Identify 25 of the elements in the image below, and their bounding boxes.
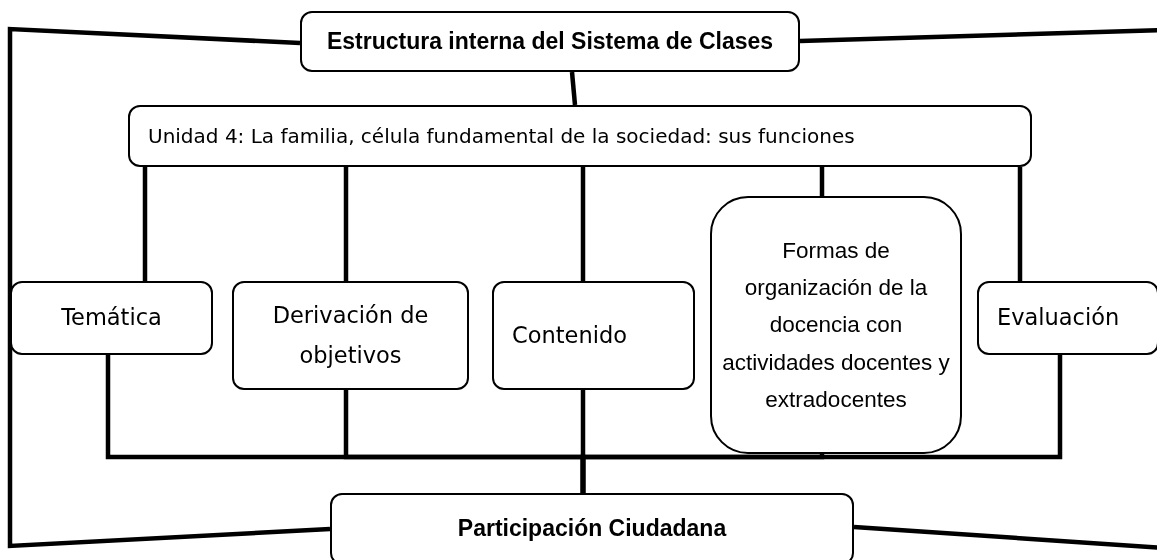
process-box — [128, 105, 1032, 167]
box-label: Participación Ciudadana — [457, 515, 727, 543]
process-box — [492, 281, 695, 390]
box-label: Contenido — [512, 320, 627, 350]
box-label: Derivación de objetivos — [271, 301, 430, 370]
box-label: Temática — [61, 303, 162, 333]
process-box — [10, 281, 213, 355]
box-label: Evaluación — [997, 303, 1120, 333]
box-label: Estructura interna del Sistema de Clases — [326, 27, 774, 56]
connector-line — [343, 167, 349, 281]
process-box — [330, 493, 854, 560]
connector-line — [1017, 167, 1023, 281]
connector-line — [569, 71, 578, 106]
connector-line — [819, 167, 825, 196]
box-label: Unidad 4: La familia, célula fundamental de la sociedad: sus funciones — [148, 124, 855, 148]
connector-line — [580, 167, 586, 281]
connector-line — [142, 167, 148, 281]
process-box — [232, 281, 469, 390]
connector-line — [799, 27, 1157, 551]
process-box — [300, 11, 800, 72]
process-box — [977, 281, 1157, 355]
process-box — [710, 196, 962, 454]
box-label: Formas de organización de la docencia con actividades docentes y extradocentes — [721, 237, 951, 414]
connector-line — [7, 26, 331, 549]
connector-line — [580, 355, 1063, 493]
